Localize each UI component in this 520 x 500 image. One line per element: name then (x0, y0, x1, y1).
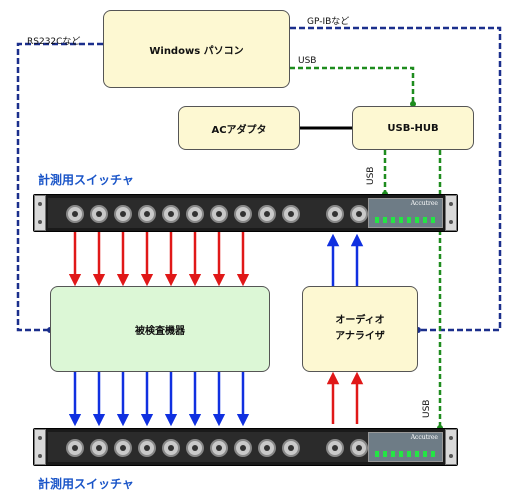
status-leds (375, 451, 435, 457)
xlr-connector (138, 205, 156, 223)
xlr-connector (350, 205, 368, 223)
xlr-connector (258, 439, 276, 457)
usb-pc-cable (290, 66, 415, 104)
analyzer-label-line1: オーディオ (335, 315, 385, 326)
rack-ear-left (34, 429, 46, 465)
connector-strip (48, 432, 368, 462)
xlr-connector (210, 205, 228, 223)
pc-label: Windows パソコン (149, 45, 244, 57)
xlr-connector (258, 205, 276, 223)
rack-ear-right (445, 429, 457, 465)
usb-pc-dot (410, 101, 416, 107)
gpib-cable (290, 26, 502, 332)
dut-label: 被検査機器 (135, 325, 185, 337)
usb-hub-box: USB-HUB (352, 106, 474, 150)
control-panel: Accutree (368, 198, 443, 228)
xlr-connector (326, 205, 344, 223)
xlr-connector (234, 205, 252, 223)
xlr-connector (282, 205, 300, 223)
usb-pc-label: USB (298, 56, 317, 66)
xlr-connector (90, 205, 108, 223)
top-switcher-rack: Accutree (33, 194, 458, 232)
audio-analyzer-box: オーディオ アナライザ (302, 286, 418, 372)
xlr-connector (326, 439, 344, 457)
red-arrows-bottom (326, 371, 364, 424)
ac-adapter-box: ACアダプタ (178, 106, 300, 150)
rs232c-cable (16, 42, 103, 332)
blue-arrows-top (326, 233, 364, 286)
usb-top-label: USB (366, 166, 376, 185)
usb-bottom-label: USB (422, 399, 432, 418)
xlr-connector (162, 205, 180, 223)
xlr-connector (350, 439, 368, 457)
top-switcher-title: 計測用スイッチャ (38, 173, 134, 187)
gpib-label: GP-IBなど (307, 17, 350, 27)
dut-box: 被検査機器 (50, 286, 270, 372)
xlr-connector (66, 439, 84, 457)
rs232c-label: RS232Cなど (27, 37, 81, 47)
rack-ear-left (34, 195, 46, 231)
connector-strip (48, 198, 368, 228)
xlr-connector (66, 205, 84, 223)
ac-adapter-label: ACアダプタ (211, 124, 267, 136)
brand-label: Accutree (410, 200, 438, 207)
xlr-connector (186, 439, 204, 457)
xlr-connector (114, 205, 132, 223)
xlr-connector (162, 439, 180, 457)
xlr-connector (282, 439, 300, 457)
xlr-connector (210, 439, 228, 457)
control-panel: Accutree (368, 432, 443, 462)
xlr-connector (234, 439, 252, 457)
xlr-connector (186, 205, 204, 223)
usb-hub-label: USB-HUB (387, 122, 439, 134)
xlr-connector (138, 439, 156, 457)
status-leds (375, 217, 435, 223)
blue-arrows-bottom (68, 372, 250, 427)
xlr-connector (114, 439, 132, 457)
xlr-connector (90, 439, 108, 457)
bottom-switcher-title: 計測用スイッチャ (38, 477, 134, 491)
rack-ear-right (445, 195, 457, 231)
windows-pc-box: Windows パソコン (103, 10, 290, 88)
brand-label: Accutree (410, 434, 438, 441)
bottom-switcher-rack: Accutree (33, 428, 458, 466)
red-arrows-top (68, 232, 250, 287)
analyzer-label-line2: アナライザ (335, 331, 385, 342)
